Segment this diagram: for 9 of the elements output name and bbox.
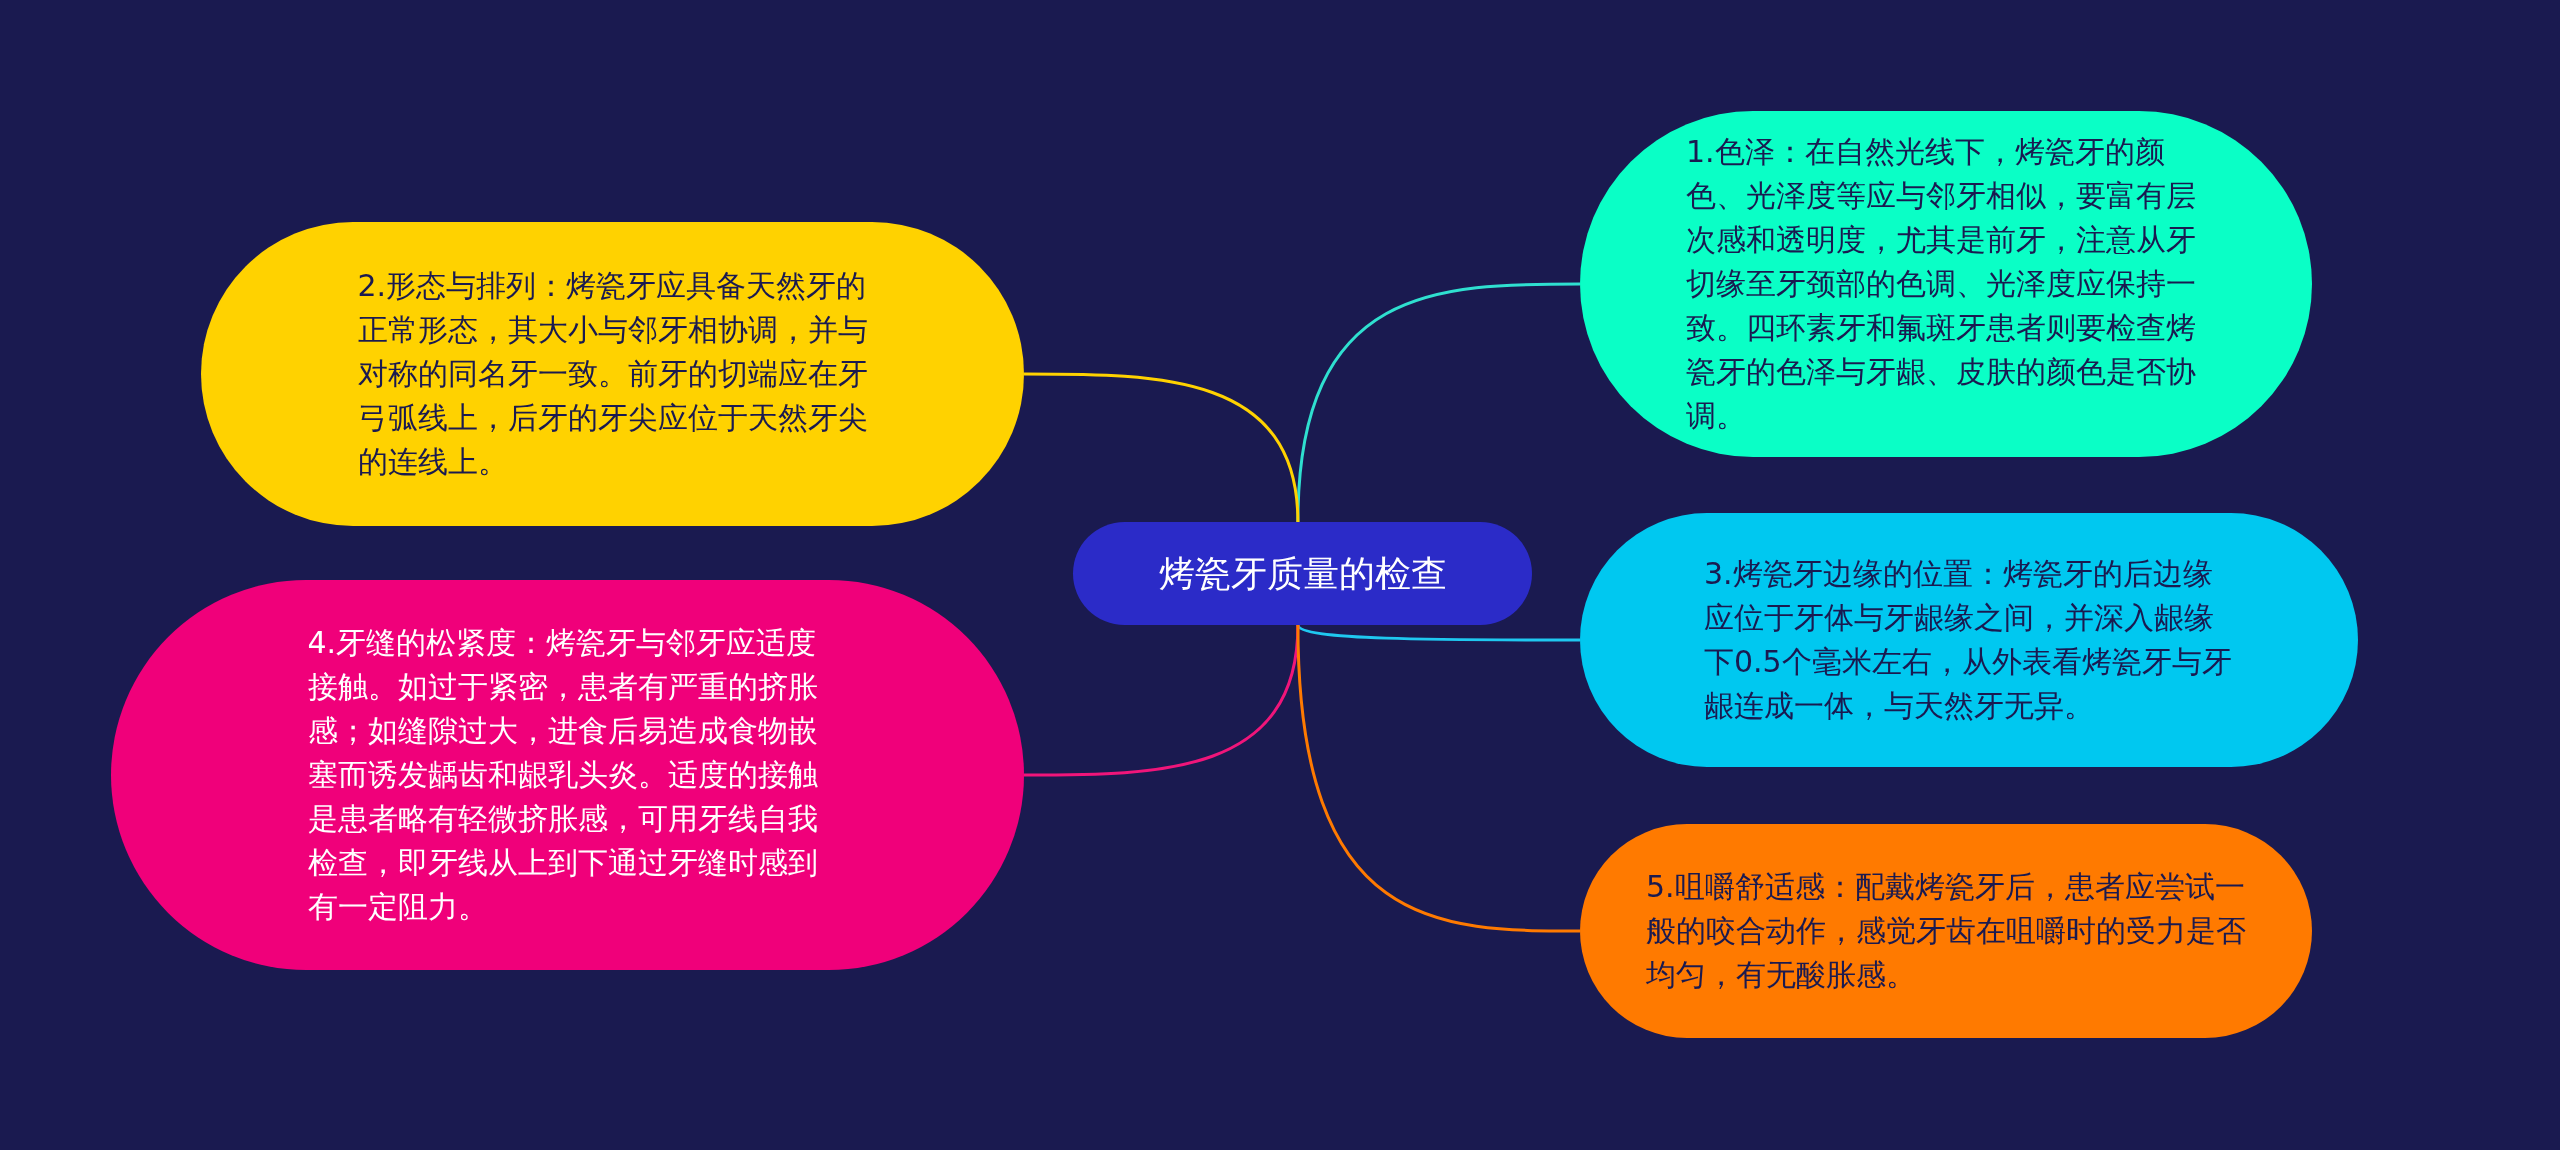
- topic-text: 5.咀嚼舒适感：配戴烤瓷牙后，患者应尝试一般的咬合动作，感觉牙齿在咀嚼时的受力是否均匀，有无酸胀感。: [1646, 868, 2246, 994]
- connector-line: [1296, 624, 1580, 642]
- topic-text: 1.色泽：在自然光线下，烤瓷牙的颜色、光泽度等应与邻牙相似，要富有层次感和透明度，尤其是前牙，注意从牙切缘至牙颈部的色调、光泽度应保持一致。四环素牙和氟斑牙患者则要检查烤瓷牙的色泽与牙龈、皮肤的颜色是否协调。: [1686, 133, 2197, 435]
- topic-text: 2.形态与排列：烤瓷牙应具备天然牙的正常形态，其大小与邻牙相协调，并与对称的同名牙一致。前牙的切端应在牙弓弧线上，后牙的牙尖应位于天然牙尖的连线上。: [357, 267, 868, 481]
- connector-line: [1024, 372, 1300, 523]
- topic-text: 4.牙缝的松紧度：烤瓷牙与邻牙应适度接触。如过于紧密，患者有严重的挤胀感；如缝隙过大，进食后易造成食物嵌塞而诱发龋齿和龈乳头炎。适度的接触是患者略有轻微挤胀感，可用牙线自我检查，即牙线从上到下通过牙缝时感到有一定阻力。: [307, 624, 819, 926]
- connector-line: [1296, 624, 1580, 933]
- topic-title: 烤瓷牙质量的检查: [1157, 551, 1448, 596]
- topic-text: 3.烤瓷牙边缘的位置：烤瓷牙的后边缘应位于牙体与牙龈缘之间，并深入龈缘下0.5个毫米左右，从外表看烤瓷牙与牙龈连成一体，与天然牙无异。: [1704, 555, 2233, 725]
